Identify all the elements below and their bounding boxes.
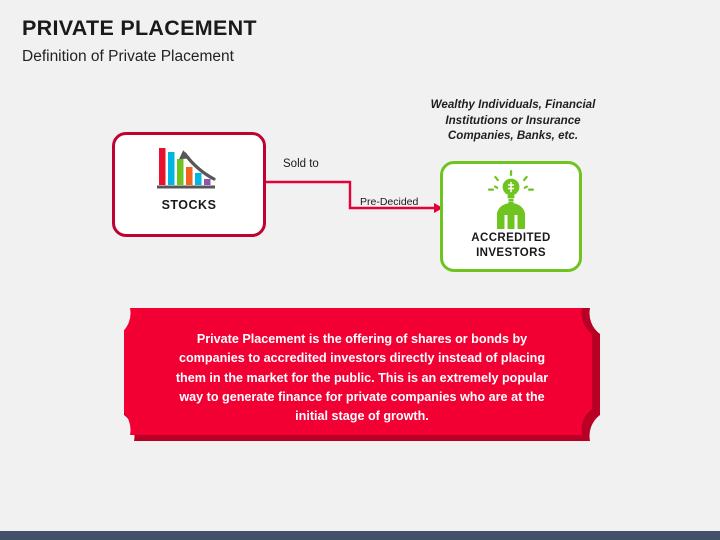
definition-banner-text: Private Placement is the offering of sha… xyxy=(175,332,549,424)
stocks-card[interactable]: STOCKS xyxy=(112,132,266,237)
footer-bar xyxy=(0,531,720,540)
page-subtitle: Definition of Private Placement xyxy=(22,48,234,65)
stocks-label: STOCKS xyxy=(161,198,217,212)
accredited-investors-label: ACCREDITED INVESTORS xyxy=(471,232,551,259)
investors-caption: Wealthy Individuals, Financial Instituti… xyxy=(430,98,596,142)
page-title: PRIVATE PLACEMENT xyxy=(22,16,257,40)
connector-arrow xyxy=(260,170,450,220)
definition-banner: Private Placement is the offering of sha… xyxy=(124,308,600,441)
connector-label-sold-to: Sold to xyxy=(283,158,319,170)
connector-label-pre-decided: Pre-Decided xyxy=(360,196,419,208)
businessman-lightbulb-idea-icon xyxy=(486,170,536,230)
accredited-investors-card[interactable]: ACCREDITED INVESTORS xyxy=(440,161,582,272)
bar-chart-declining-icon xyxy=(157,146,221,192)
